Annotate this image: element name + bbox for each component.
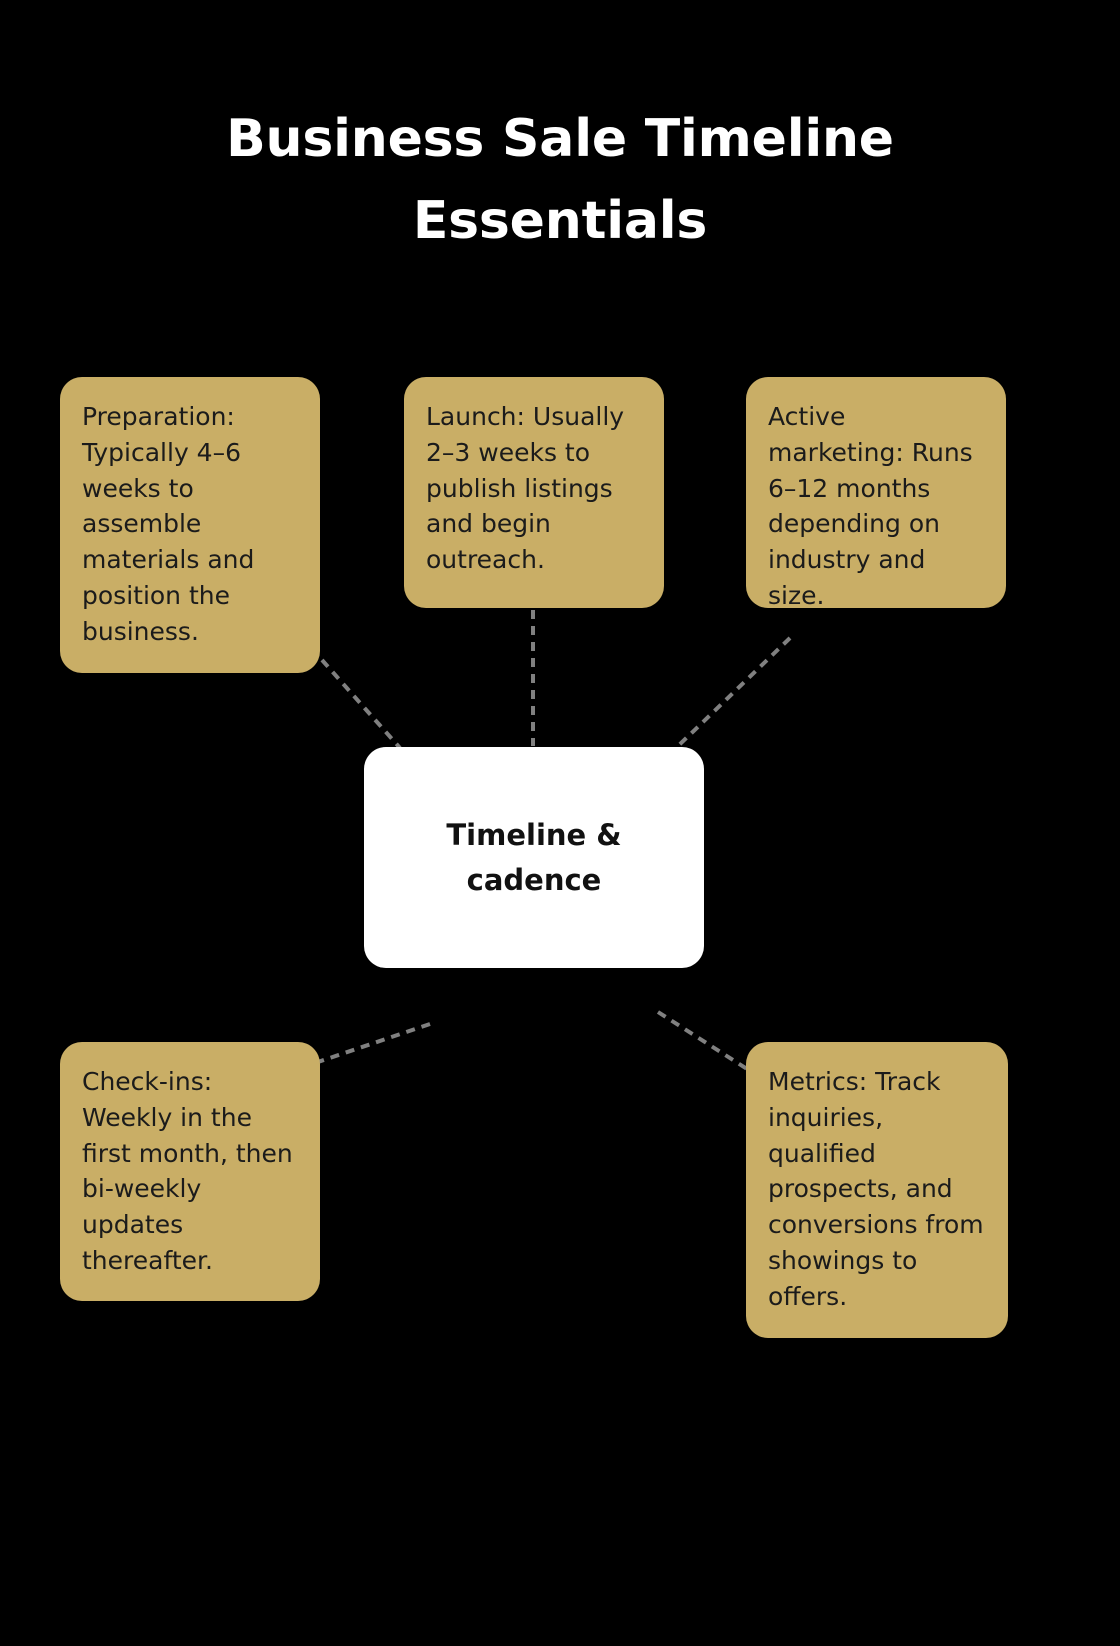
connector-active-marketing [674,636,792,750]
page-title: Business Sale Timeline Essentials [226,109,894,252]
connector-preparation [320,658,402,750]
node-preparation[interactable]: Preparation: Typically 4–6 weeks to asse… [60,377,320,673]
node-launch[interactable]: Launch: Usually 2–3 weeks to publish lis… [404,377,664,608]
connector-check-ins [311,1022,431,1066]
node-metrics[interactable]: Metrics: Track inquiries, qualified pros… [746,1042,1008,1338]
node-active-marketing[interactable]: Active marketing: Runs 6–12 months depen… [746,377,1006,608]
connector-metrics [656,1010,760,1078]
node-check-ins[interactable]: Check-ins: Weekly in the first month, th… [60,1042,320,1301]
node-center-timeline-cadence[interactable]: Timeline & cadence [364,747,704,968]
